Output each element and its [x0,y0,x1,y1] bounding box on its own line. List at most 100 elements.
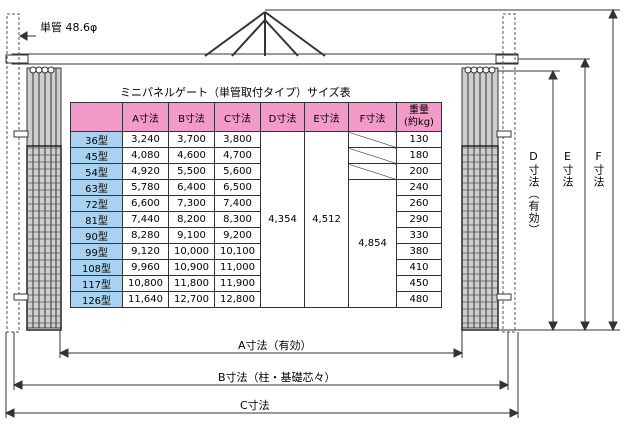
left-panel-stack [26,67,62,331]
f-cell-na [348,163,397,180]
b-cell: 7,300 [168,195,215,212]
b-cell: 10,000 [168,243,215,260]
dimension-e-line [580,57,590,332]
weight-cell: 130 [396,131,442,148]
dimension-f-line [608,8,618,332]
model-cell: 126型 [70,291,123,308]
b-cell: 11,800 [168,275,215,292]
model-cell: 54型 [70,163,123,180]
a-cell: 6,600 [122,195,169,212]
dimension-e-label: E寸法 [561,150,574,188]
header-e: E寸法 [304,102,349,132]
left-brick-pattern [27,147,61,324]
pipe-label-arrow [18,31,36,41]
a-cell: 3,240 [122,131,169,148]
pipe-end-left [5,54,29,64]
f-cell: 4,854 [348,179,397,308]
dimension-d-label: D寸法（有効） [527,150,540,236]
header-b: B寸法 [168,102,215,132]
c-cell: 11,000 [214,259,261,276]
a-cell: 5,780 [122,179,169,196]
b-cell: 4,600 [168,147,215,164]
c-cell: 3,800 [214,131,261,148]
weight-cell: 200 [396,163,442,180]
a-cell: 9,120 [122,243,169,260]
roof-truss [204,11,326,57]
c-cell: 4,700 [214,147,261,164]
pipe-label: 単管 48.6φ [40,21,98,34]
model-cell: 117型 [70,275,123,292]
model-cell: 90型 [70,227,123,244]
dimension-a-label: A寸法（有効） [238,339,312,352]
model-cell: 108型 [70,259,123,276]
c-cell: 8,300 [214,211,261,228]
a-cell: 7,440 [122,211,169,228]
c-cell: 7,400 [214,195,261,212]
model-cell: 36型 [70,131,123,148]
a-cell: 11,640 [122,291,169,308]
b-cell: 12,700 [168,291,215,308]
dimension-a-line [58,330,464,358]
header-d: D寸法 [260,102,305,132]
c-cell: 10,100 [214,243,261,260]
left-rollers [29,66,55,74]
e-cell: 4,512 [304,131,349,308]
right-panel-stack [461,67,499,331]
b-cell: 10,900 [168,259,215,276]
weight-cell: 330 [396,227,442,244]
b-cell: 3,700 [168,131,215,148]
table-title: ミニパネルゲート（単管取付タイプ）サイズ表 [120,86,351,99]
model-cell: 45型 [70,147,123,164]
model-cell: 72型 [70,195,123,212]
header-f: F寸法 [348,102,397,132]
table-header-row: A寸法 B寸法 C寸法 D寸法 E寸法 F寸法 重量 (約kg) [70,102,442,132]
right-brick-pattern [462,147,498,324]
post-left-dashed [6,13,20,333]
b-cell: 8,200 [168,211,215,228]
b-cell: 9,100 [168,227,215,244]
dimension-c-line [4,332,520,418]
model-cell: 81型 [70,211,123,228]
weight-cell: 290 [396,211,442,228]
left-hinge-1 [13,130,29,138]
c-cell: 5,600 [214,163,261,180]
header-a: A寸法 [122,102,169,132]
header-blank [70,102,123,132]
header-weight: 重量 (約kg) [396,102,442,132]
a-cell: 4,920 [122,163,169,180]
a-cell: 10,800 [122,275,169,292]
a-cell: 4,080 [122,147,169,164]
f-cell-na [348,147,397,164]
b-cell: 5,500 [168,163,215,180]
model-cell: 99型 [70,243,123,260]
a-cell: 8,280 [122,227,169,244]
dimension-f-label: F寸法 [592,150,605,188]
a-cell: 9,960 [122,259,169,276]
d-cell: 4,354 [260,131,305,308]
dimension-b-line [12,332,510,390]
f-cell-na [348,131,397,148]
right-rollers [464,66,496,74]
b-cell: 6,400 [168,179,215,196]
dimension-b-label: B寸法（柱・基礎芯々） [218,371,336,384]
left-hinge-2 [13,293,29,301]
right-hinge-2 [496,293,512,301]
c-cell: 6,500 [214,179,261,196]
c-cell: 9,200 [214,227,261,244]
dimension-c-label: C寸法 [240,399,270,412]
c-cell: 11,900 [214,275,261,292]
